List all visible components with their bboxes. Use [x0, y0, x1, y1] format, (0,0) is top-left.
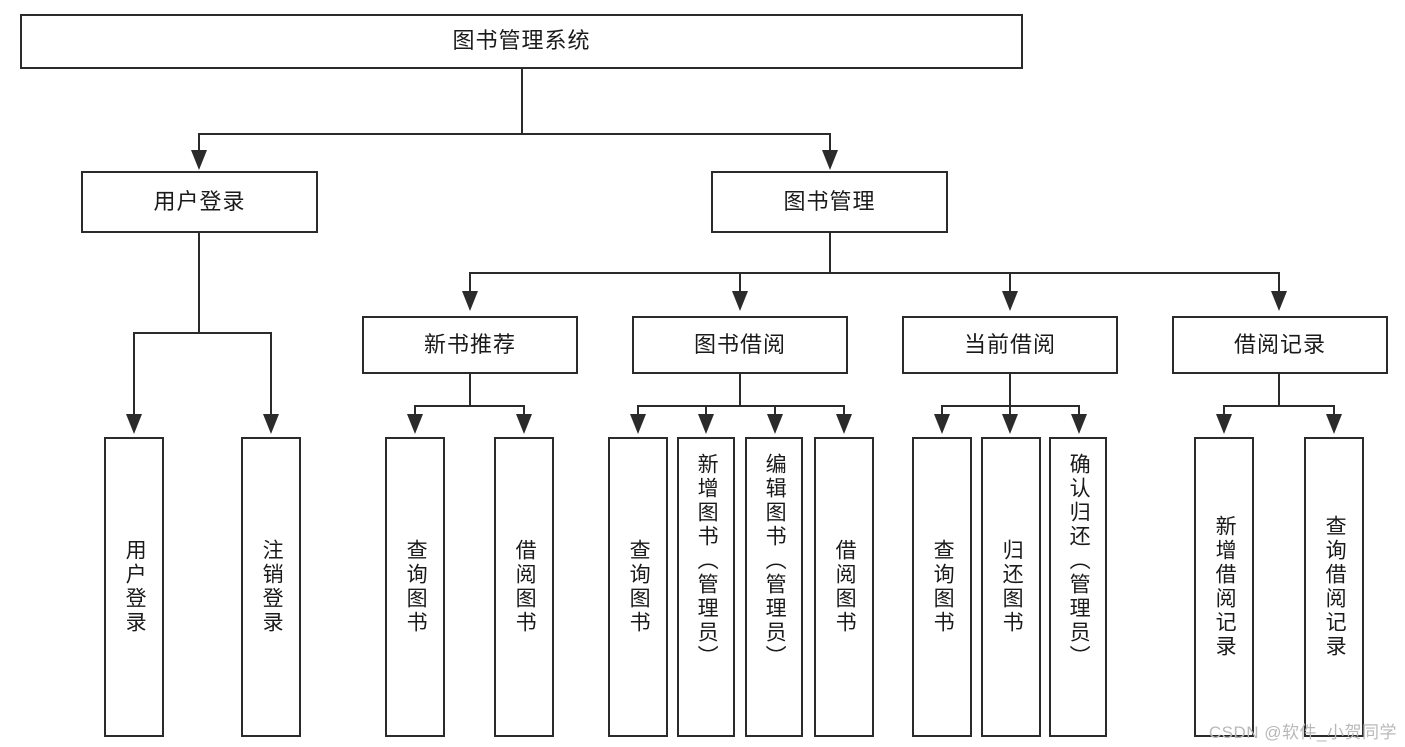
node-label: 当前借阅 — [963, 331, 1056, 357]
connector-current-borrow-drop-1 — [941, 405, 943, 417]
connector-current-borrow-drop-3 — [1078, 405, 1080, 417]
connector-root-stem — [521, 69, 523, 134]
connector-new-book-bus — [414, 405, 524, 407]
node-label: 新增借阅记录 — [1213, 515, 1237, 659]
arrowhead-level2-3 — [1002, 291, 1018, 311]
node-new-book-recommend[interactable]: 新书推荐 — [362, 316, 578, 374]
node-label: 新书推荐 — [423, 331, 516, 357]
leaf-book-borrow-borrow[interactable]: 借阅图书 — [814, 437, 874, 737]
connector-book-borrow-drop-3 — [774, 405, 776, 417]
node-label: 借阅图书 — [513, 539, 537, 635]
connector-book-borrow-bus — [637, 405, 845, 407]
node-borrow-record[interactable]: 借阅记录 — [1172, 316, 1388, 374]
watermark-text: CSDN @软件_小贺同学 — [1208, 723, 1397, 742]
connector-new-book-drop-1 — [414, 405, 416, 417]
node-user-login[interactable]: 用户登录 — [81, 171, 318, 233]
node-label: 确认归还（管理员） — [1067, 453, 1091, 669]
arrowhead-level2-1 — [462, 291, 478, 311]
leaf-current-borrow-confirm-return[interactable]: 确认归还（管理员） — [1049, 437, 1107, 737]
node-label: 查询借阅记录 — [1323, 515, 1347, 659]
connector-borrow-record-bus — [1223, 405, 1334, 407]
connector-level1-drop-right — [829, 133, 831, 153]
leaf-book-borrow-edit[interactable]: 编辑图书（管理员） — [745, 437, 803, 737]
arrowhead-current-borrow-2 — [1002, 414, 1018, 434]
node-book-borrow[interactable]: 图书借阅 — [632, 316, 848, 374]
arrowhead-user-login-1 — [126, 414, 142, 434]
node-label: 借阅记录 — [1233, 331, 1326, 357]
leaf-current-borrow-query[interactable]: 查询图书 — [912, 437, 972, 737]
connector-user-login-drop-1 — [133, 332, 135, 417]
node-label: 注销登录 — [260, 539, 284, 635]
connector-current-borrow-stem — [1009, 374, 1011, 406]
connector-book-mgmt-stem — [829, 233, 831, 273]
connector-level2-drop-3 — [1009, 272, 1011, 294]
connector-level2-bus — [469, 272, 1279, 274]
leaf-current-borrow-return[interactable]: 归还图书 — [981, 437, 1041, 737]
leaf-new-book-borrow[interactable]: 借阅图书 — [494, 437, 554, 737]
arrowhead-book-borrow-2 — [698, 414, 714, 434]
arrowhead-new-book-2 — [516, 414, 532, 434]
connector-borrow-record-drop-2 — [1333, 405, 1335, 417]
node-label: 编辑图书（管理员） — [763, 453, 787, 669]
node-current-borrow[interactable]: 当前借阅 — [902, 316, 1118, 374]
arrowhead-book-borrow-3 — [767, 414, 783, 434]
connector-borrow-record-stem — [1278, 374, 1280, 406]
leaf-book-borrow-query[interactable]: 查询图书 — [608, 437, 668, 737]
node-label: 用户登录 — [153, 188, 246, 214]
node-label: 查询图书 — [404, 539, 428, 635]
arrowhead-borrow-record-2 — [1326, 414, 1342, 434]
node-book-management[interactable]: 图书管理 — [711, 171, 948, 233]
node-label: 图书借阅 — [693, 331, 786, 357]
connector-new-book-stem — [469, 374, 471, 406]
arrowhead-level1-right — [822, 150, 838, 170]
node-label: 查询图书 — [627, 539, 651, 635]
connector-level2-drop-2 — [739, 272, 741, 294]
connector-book-borrow-drop-1 — [637, 405, 639, 417]
connector-borrow-record-drop-1 — [1223, 405, 1225, 417]
leaf-book-borrow-add[interactable]: 新增图书（管理员） — [677, 437, 735, 737]
connector-book-borrow-drop-2 — [705, 405, 707, 417]
arrowhead-level2-2 — [732, 291, 748, 311]
leaf-user-login-login[interactable]: 用户登录 — [104, 437, 164, 737]
leaf-borrow-record-add[interactable]: 新增借阅记录 — [1194, 437, 1254, 737]
node-label: 归还图书 — [1000, 539, 1024, 635]
leaf-user-login-logout[interactable]: 注销登录 — [241, 437, 301, 737]
connector-level2-drop-1 — [469, 272, 471, 294]
arrowhead-current-borrow-3 — [1071, 414, 1087, 434]
connector-user-login-drop-2 — [270, 332, 272, 417]
connector-user-login-bus — [133, 332, 271, 334]
arrowhead-user-login-2 — [263, 414, 279, 434]
connector-level2-drop-4 — [1278, 272, 1280, 294]
connector-book-borrow-stem — [739, 374, 741, 406]
arrowhead-new-book-1 — [407, 414, 423, 434]
connector-level1-drop-left — [198, 133, 200, 153]
arrowhead-borrow-record-1 — [1216, 414, 1232, 434]
arrowhead-level2-4 — [1271, 291, 1287, 311]
arrowhead-current-borrow-1 — [934, 414, 950, 434]
connector-level1-bus — [198, 133, 830, 135]
leaf-borrow-record-query[interactable]: 查询借阅记录 — [1304, 437, 1364, 737]
arrowhead-level1-left — [191, 150, 207, 170]
node-label: 借阅图书 — [833, 539, 857, 635]
connector-book-borrow-drop-4 — [843, 405, 845, 417]
node-label: 新增图书（管理员） — [695, 453, 719, 669]
node-root-book-management-system[interactable]: 图书管理系统 — [20, 14, 1023, 69]
connector-user-login-stem — [198, 233, 200, 333]
node-label: 用户登录 — [123, 539, 147, 635]
node-label: 查询图书 — [931, 539, 955, 635]
connector-current-borrow-drop-2 — [1009, 405, 1011, 417]
leaf-new-book-query[interactable]: 查询图书 — [385, 437, 445, 737]
node-label: 图书管理系统 — [452, 28, 591, 54]
node-label: 图书管理 — [783, 188, 876, 214]
arrowhead-book-borrow-4 — [836, 414, 852, 434]
arrowhead-book-borrow-1 — [630, 414, 646, 434]
connector-new-book-drop-2 — [523, 405, 525, 417]
